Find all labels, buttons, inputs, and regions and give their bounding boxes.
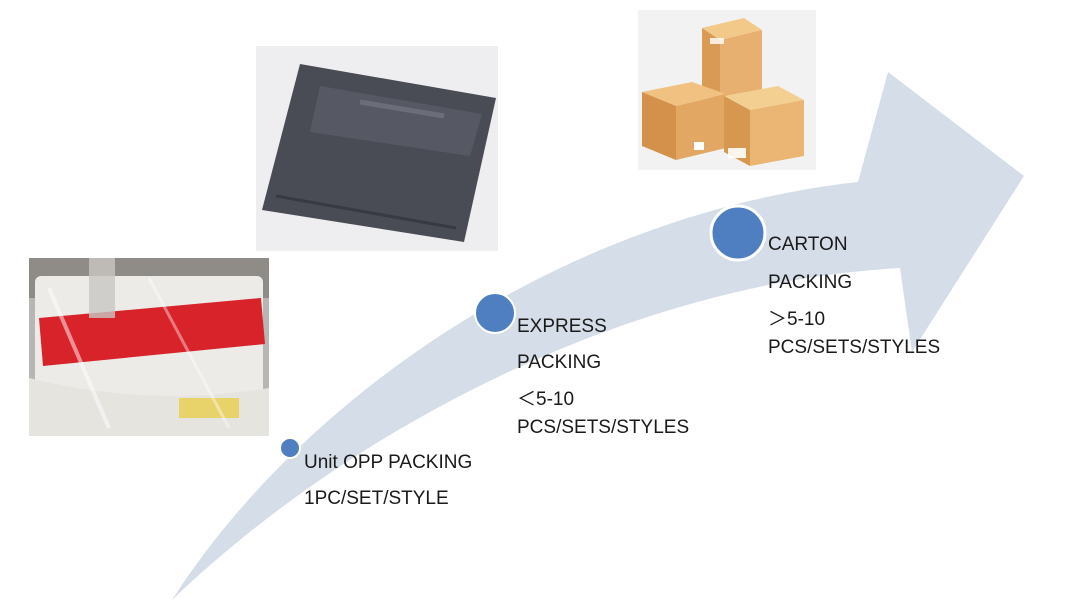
stage-2-title-line1: EXPRESS [517,316,607,337]
curved-arrow-shape [172,72,1024,600]
express-bag-image [256,46,498,251]
stage-1-detail: 1PC/SET/STYLE [304,488,449,509]
stage-3-quantity: ＞5-10 [768,309,826,330]
stage-3-detail: PCS/SETS/STYLES [768,337,941,358]
carton-photo [638,10,816,170]
opp-bag-image [29,258,269,436]
opp-bag-photo [29,258,269,436]
carton-image [638,10,816,170]
stage-3-node [709,204,767,262]
stage-2-detail: PCS/SETS/STYLES [517,417,690,438]
stage-2-title-line2: PACKING [517,352,602,373]
stage-3-title-line1: CARTON [768,234,848,255]
stage-2-quantity: ＜5-10 [517,389,575,410]
stage-3-title-line2: PACKING [768,272,853,293]
stage-1-node [279,437,301,459]
express-bag-photo [256,46,498,251]
stage-1-title: Unit OPP PACKING [304,452,473,473]
stage-2-node [474,292,516,334]
